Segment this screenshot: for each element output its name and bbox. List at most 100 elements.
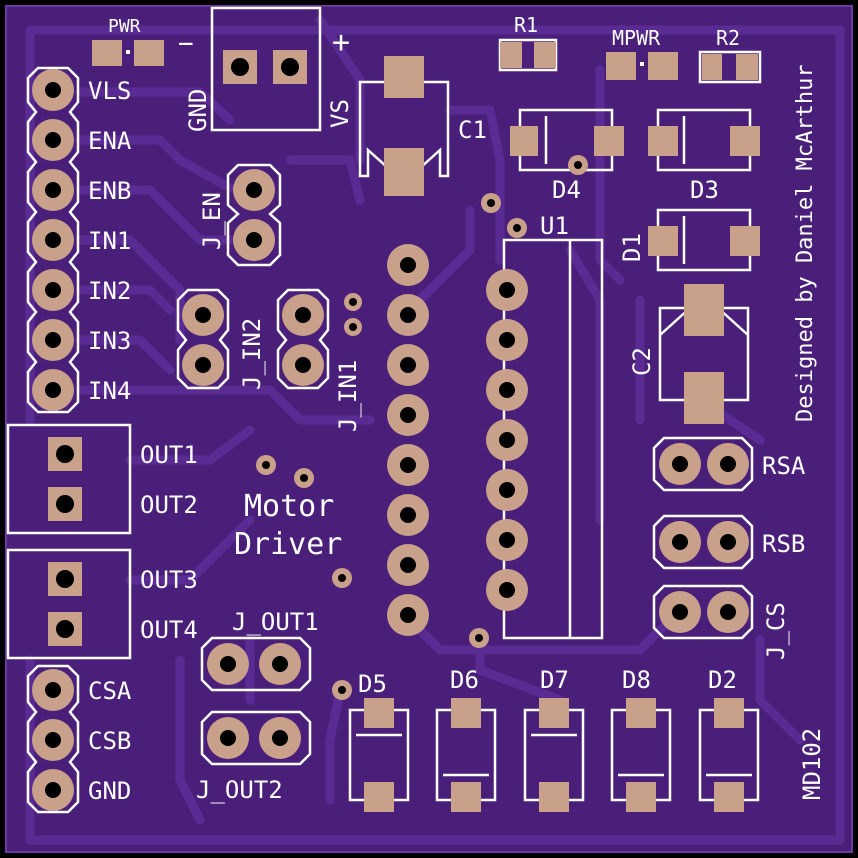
rsb-outline: [652, 514, 754, 570]
terminal-label-out1: OUT1: [140, 441, 198, 469]
label-j-out1: J_OUT1: [232, 608, 319, 636]
label-j-en: J_EN: [198, 192, 226, 250]
pad-mpwr-1: [606, 52, 636, 80]
pad-d7-1: [539, 698, 569, 728]
pad-pwr-2: [134, 40, 164, 66]
drill-out2: [56, 495, 74, 513]
label-r2: R2: [716, 26, 740, 50]
pad-d8-2: [626, 782, 656, 812]
pad-r2-1: [702, 54, 722, 80]
label-d3: D3: [690, 176, 719, 204]
j-cs-outline: [652, 584, 754, 640]
drill-via-10: [338, 686, 346, 694]
drill-in3: [45, 332, 61, 348]
pad-mpwr-2: [648, 52, 678, 80]
label-j-out2: J_OUT2: [196, 776, 283, 804]
pin-label-in2: IN2: [88, 277, 131, 305]
pad-d8-1: [626, 698, 656, 728]
drill-via-1: [487, 199, 495, 207]
drill-rsb-2: [720, 534, 736, 550]
pad-d6-2: [451, 782, 481, 812]
label-j-in2: J_IN2: [238, 318, 266, 390]
drill-out3: [56, 570, 74, 588]
drill-in1: [45, 232, 61, 248]
pin-label-csa: CSA: [88, 677, 132, 705]
pad-d1-2: [730, 226, 760, 256]
drill-csb: [45, 732, 61, 748]
drill-j-out2-2: [272, 730, 288, 746]
j-en-outline: [226, 163, 282, 267]
pin-label-in1: IN1: [88, 227, 131, 255]
drill-ena: [45, 132, 61, 148]
drill-j-en-2: [246, 232, 262, 248]
label-pwr: PWR: [108, 16, 141, 37]
label-d7: D7: [540, 666, 569, 694]
pad-c1-minus: [384, 148, 424, 196]
pad-r2-2: [736, 54, 758, 80]
drill-u1-l8: [400, 607, 416, 623]
pad-d2-1: [714, 698, 744, 728]
drill-via-3: [574, 161, 582, 169]
drill-via-7: [300, 474, 308, 482]
label-d4: D4: [552, 176, 581, 204]
drill-u1-r1: [499, 282, 515, 298]
drill-csa: [45, 682, 61, 698]
drill-u1-l6: [400, 507, 416, 523]
drill-j-en-1: [246, 182, 262, 198]
drill-out1: [56, 445, 74, 463]
j-out2-outline: [200, 710, 312, 766]
drill-j-in1-1: [295, 307, 311, 323]
mpwr-center-mark: [640, 62, 644, 66]
drill-u1-l4: [400, 407, 416, 423]
pin-label-vls: VLS: [88, 77, 131, 105]
label-gnd-terminal: GND: [184, 89, 212, 132]
terminal-out12-outline: [6, 423, 132, 535]
j-out1-outline: [200, 636, 312, 692]
pin-label-enb: ENB: [88, 177, 131, 205]
drill-enb: [45, 182, 61, 198]
drill-u1-r3: [499, 382, 515, 398]
pin-label-csb: CSB: [88, 727, 131, 755]
drill-out4: [56, 620, 74, 638]
pad-r1-2: [534, 42, 556, 68]
drill-gnd: [45, 782, 61, 798]
j-in2-outline: [176, 288, 230, 390]
label-d1: D1: [618, 233, 646, 262]
drill-rsa-2: [720, 456, 736, 472]
drill-j-in1-2: [295, 357, 311, 373]
drill-u1-r6: [499, 532, 515, 548]
label-title-line2: Driver: [234, 527, 342, 562]
terminal-out34-outline: [6, 548, 132, 660]
drill-j-cs-1: [672, 604, 688, 620]
drill-u1-l5: [400, 457, 416, 473]
pin-label-ena: ENA: [88, 127, 132, 155]
label-c2: C2: [628, 347, 656, 376]
r2-outline: [698, 50, 762, 84]
drill-via-5: [349, 323, 357, 331]
left-header-outline: [26, 66, 80, 414]
drill-u1-l1: [400, 257, 416, 273]
pin-label-in4: IN4: [88, 377, 131, 405]
label-d2: D2: [708, 666, 737, 694]
drill-j-in2-1: [195, 307, 211, 323]
label-c1: C1: [458, 116, 487, 144]
terminal-label-out2: OUT2: [140, 491, 198, 519]
j-in1-outline: [276, 288, 330, 390]
rsa-outline: [652, 436, 754, 492]
drill-via-8: [338, 574, 346, 582]
pin-label-gnd: GND: [88, 777, 131, 805]
pin-label-in3: IN3: [88, 327, 131, 355]
drill-u1-r2: [499, 332, 515, 348]
pad-d3-2: [730, 126, 760, 156]
pad-r1-1: [500, 42, 522, 68]
label-rsa: RSA: [762, 452, 806, 480]
label-d8: D8: [622, 666, 651, 694]
pad-d7-2: [539, 782, 569, 812]
drill-in2: [45, 282, 61, 298]
drill-u1-l2: [400, 307, 416, 323]
drill-via-4: [349, 298, 357, 306]
drill-vls: [45, 82, 61, 98]
drill-via-9: [475, 634, 483, 642]
drill-u1-l3: [400, 357, 416, 373]
